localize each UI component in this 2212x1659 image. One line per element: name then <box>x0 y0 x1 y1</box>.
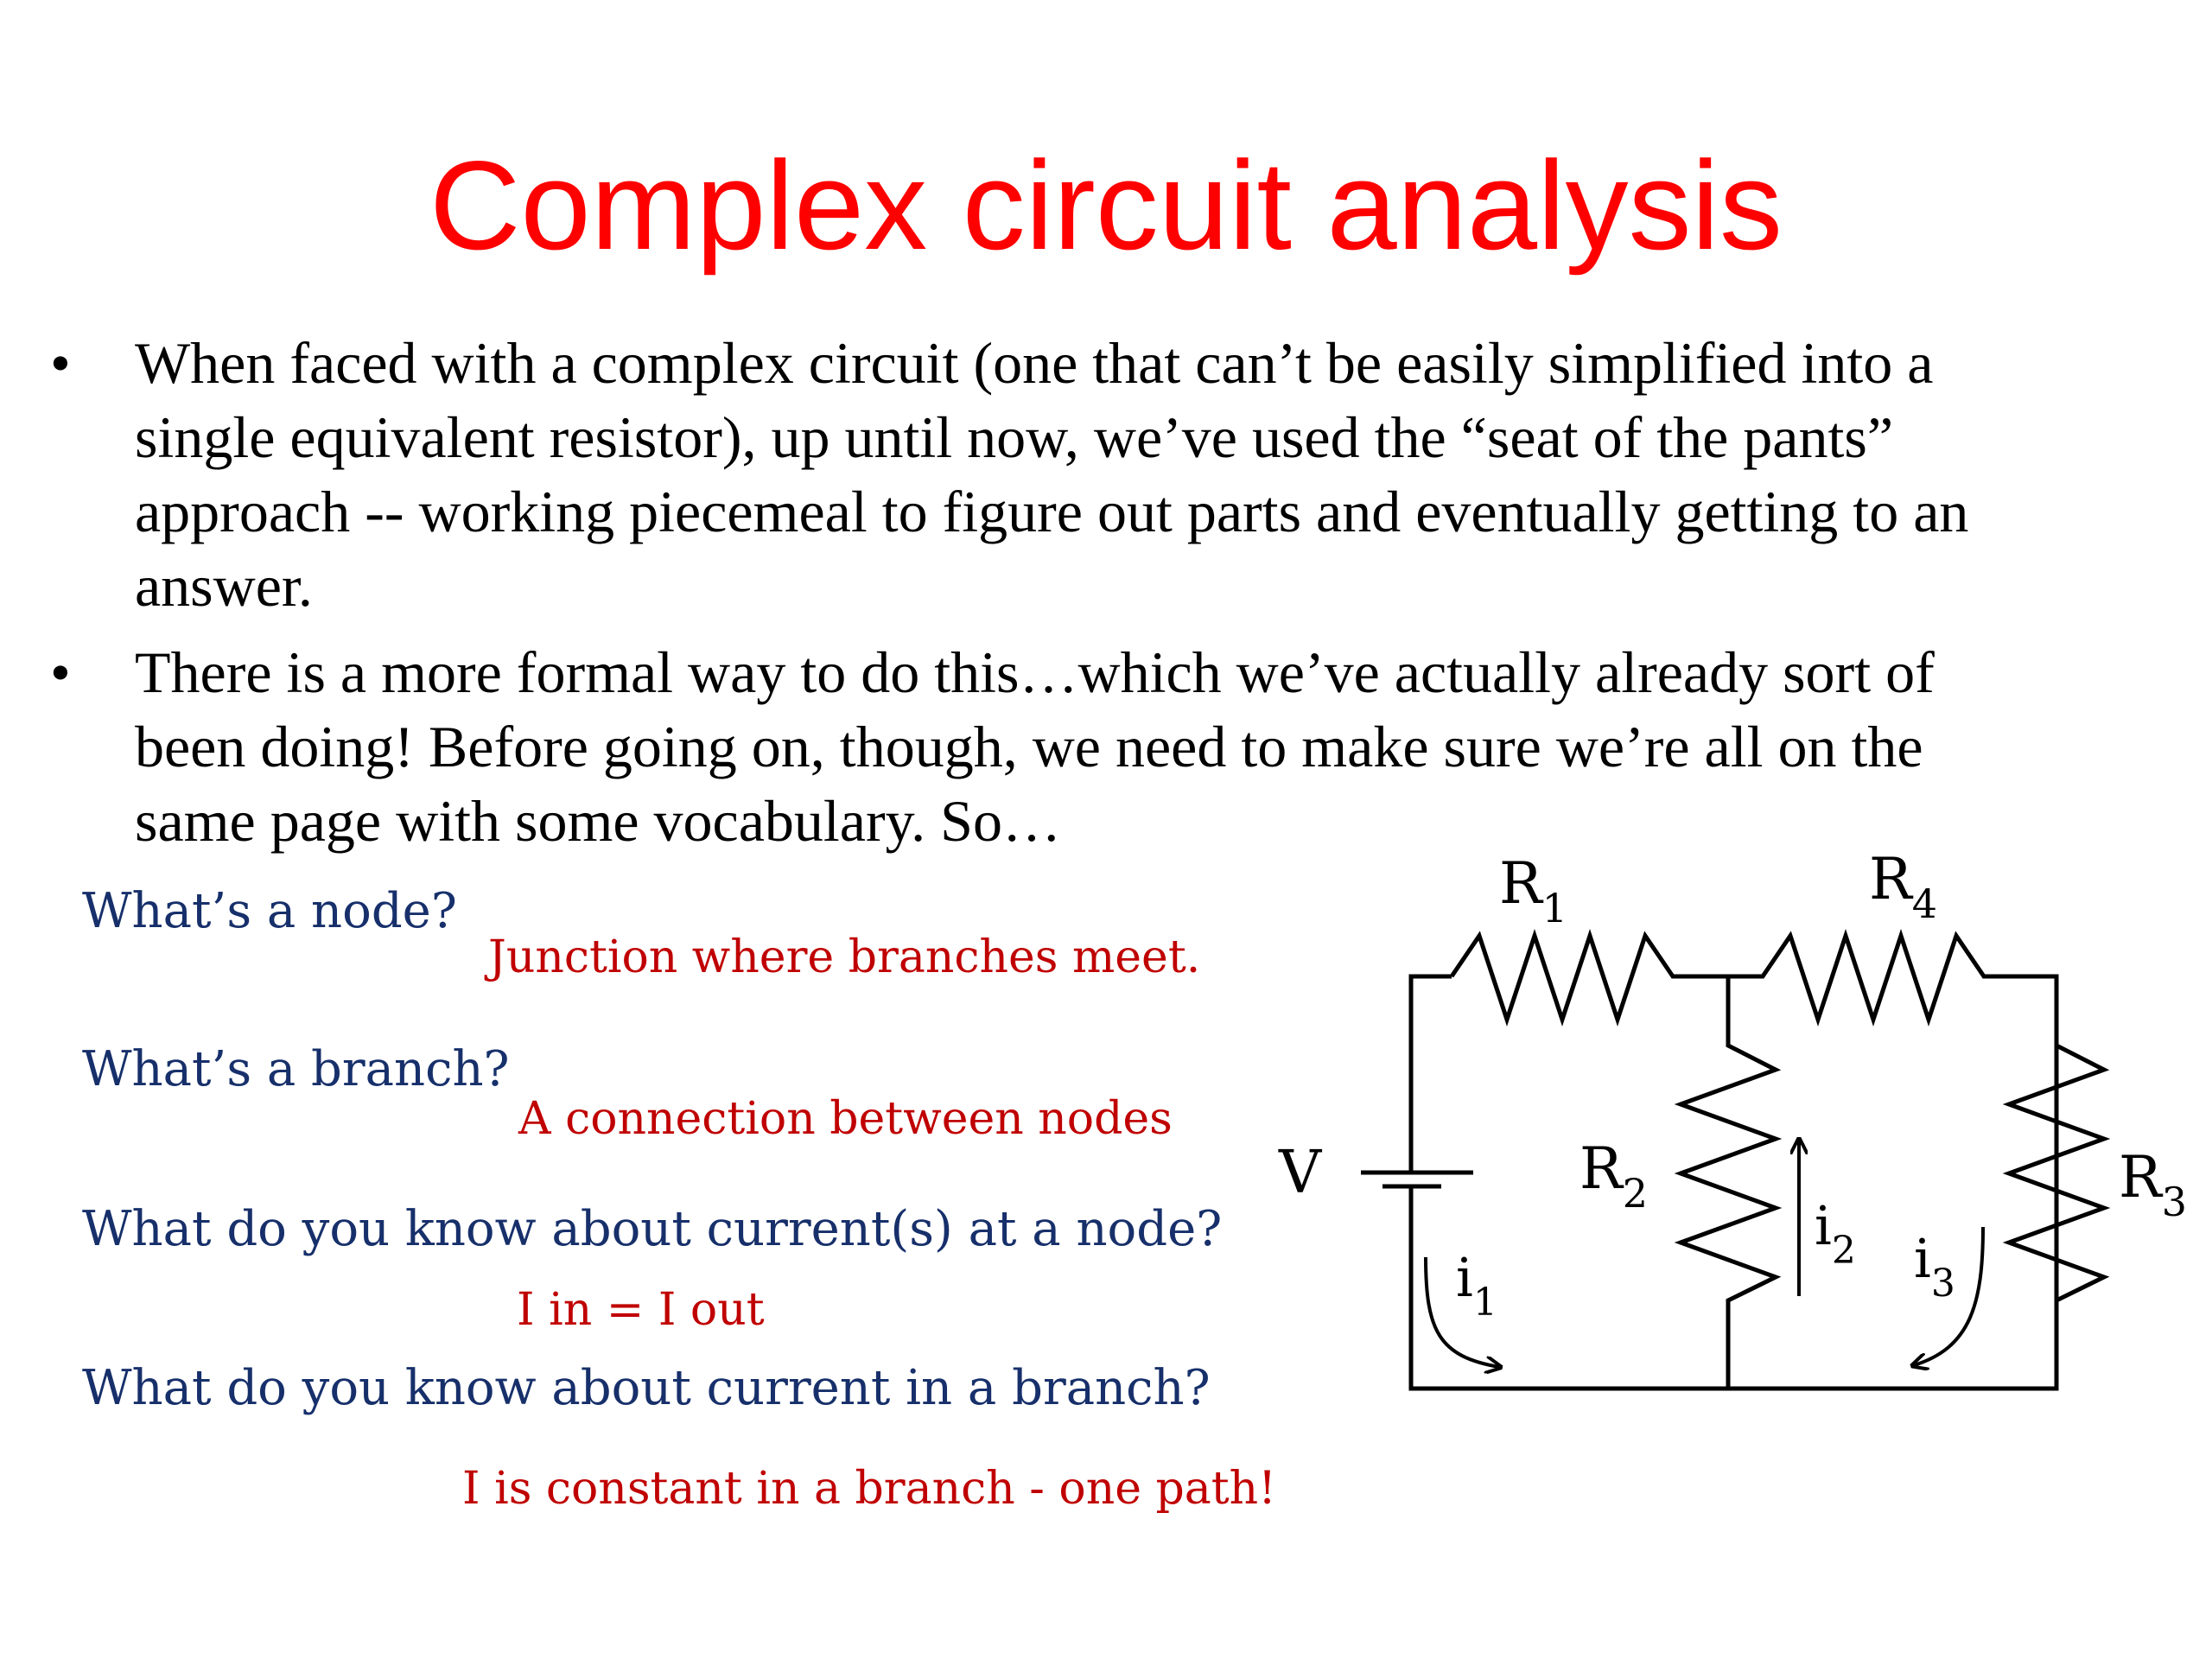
slide-title: Complex circuit analysis <box>429 135 1783 276</box>
resistor-r1 <box>1449 929 1728 1027</box>
wire-left-top <box>1408 974 1452 1173</box>
label-r4-symbol: R <box>1869 846 1914 912</box>
label-r4: R4 <box>1869 846 1937 927</box>
question-current-branch: What do you know about current in a bran… <box>82 1360 1211 1416</box>
label-r1: R1 <box>1499 850 1567 931</box>
bullet-text: When faced with a complex circuit (one t… <box>135 326 2174 623</box>
label-i1-sub: 1 <box>1473 1281 1497 1325</box>
answer-node: Junction where branches meet. <box>488 931 1201 983</box>
label-i2-sub: 2 <box>1832 1229 1856 1273</box>
label-r2-sub: 2 <box>1623 1170 1648 1217</box>
bullet-line: answer. <box>135 553 313 619</box>
label-r3-sub: 3 <box>2162 1179 2187 1225</box>
label-r4-sub: 4 <box>1912 880 1937 927</box>
bullet-text: There is a more formal way to do this…wh… <box>135 635 2174 858</box>
question-node: What’s a node? <box>82 883 457 939</box>
label-r3-symbol: R <box>2119 1144 2164 1211</box>
question-current-node: What do you know about current(s) at a n… <box>82 1201 1223 1257</box>
bullet-line: approach -- working piecemeal to figure … <box>135 479 1969 544</box>
bullet-dot: • <box>50 330 71 396</box>
label-r2-symbol: R <box>1580 1135 1624 1202</box>
wire-left-bottom <box>1408 974 2059 1391</box>
label-i3: i3 <box>1914 1227 1955 1306</box>
label-i1-symbol: i <box>1456 1246 1473 1309</box>
answer-branch: A connection between nodes <box>518 1093 1173 1145</box>
label-i3-sub: 3 <box>1931 1262 1955 1306</box>
bullet-line: There is a more formal way to do this…wh… <box>135 639 1935 705</box>
resistor-r2 <box>1674 976 1783 1389</box>
label-v: V <box>1278 1139 1323 1207</box>
bullet-line: been doing! Before going on, though, we … <box>135 714 1923 779</box>
answer-current-node: I in = I out <box>517 1284 765 1336</box>
answer-current-branch: I is constant in a branch - one path! <box>462 1463 1277 1515</box>
resistor-r4 <box>1728 929 2018 1027</box>
bullet-line: same page with some vocabulary. So… <box>135 788 1061 854</box>
label-i2-symbol: i <box>1815 1194 1832 1257</box>
label-i3-symbol: i <box>1914 1227 1931 1290</box>
current-arrow-i3 <box>1914 1226 1985 1365</box>
label-r1-sub: 1 <box>1542 885 1567 931</box>
current-arrow-i1 <box>1424 1256 1499 1367</box>
circuit-diagram: V R1 R4 R2 R3 i1 i2 i3 <box>1278 846 2187 1391</box>
label-i1: i1 <box>1456 1246 1497 1325</box>
bullet-line: single equivalent resistor), up until no… <box>135 404 1894 470</box>
bullet-line: When faced with a complex circuit (one t… <box>135 330 1934 396</box>
label-r1-symbol: R <box>1499 850 1544 917</box>
label-i2: i2 <box>1815 1194 1856 1273</box>
question-branch: What’s a branch? <box>82 1041 510 1097</box>
resistor-r3 <box>2002 976 2111 1389</box>
label-r2: R2 <box>1580 1135 1648 1217</box>
bullet-dot: • <box>50 639 71 705</box>
label-r3: R3 <box>2119 1144 2187 1225</box>
